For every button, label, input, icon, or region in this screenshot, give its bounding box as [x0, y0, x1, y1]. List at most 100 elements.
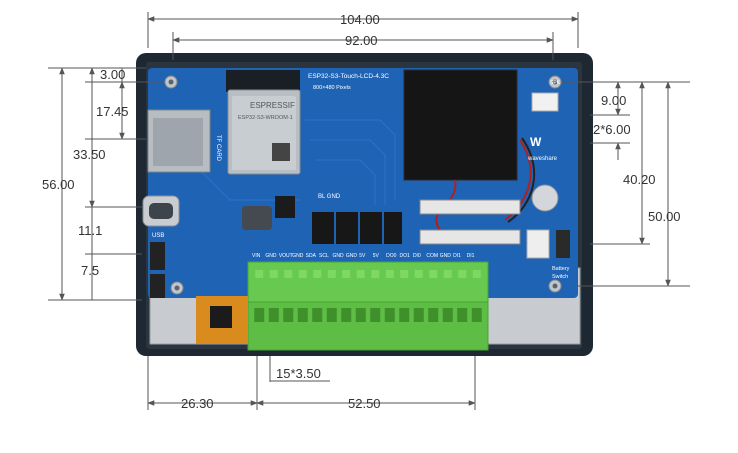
chip-1: [275, 196, 295, 218]
esp32-module: ESPRESSIF ESP32-S3-WROOM-1: [226, 70, 301, 175]
terminal-screw: [400, 270, 409, 278]
pin-label: GND: [332, 253, 344, 259]
svg-text:W: W: [530, 135, 542, 149]
terminal-slot: [312, 308, 323, 322]
usb-c-port: USB: [142, 195, 180, 239]
pin-label: DO1: [400, 253, 411, 259]
terminal-screw: [342, 270, 351, 278]
terminal-slot: [428, 308, 439, 322]
terminal-slot: [457, 308, 468, 322]
terminal-slot: [326, 308, 337, 322]
terminal-screw: [327, 270, 336, 278]
dim-left-17: 17.45: [96, 104, 129, 119]
terminal-slot: [254, 308, 265, 322]
dim-left-11: 11.1: [78, 223, 102, 238]
dim-bottom-pitch: 15*3.50: [276, 366, 321, 381]
battery-connector: [526, 229, 550, 259]
inductor: [242, 206, 272, 230]
connector-left-2: [150, 274, 165, 298]
relay-1: [312, 212, 334, 244]
dim-top-inner: 92.00: [345, 33, 378, 48]
terminal-screw: [385, 270, 394, 278]
pin-label: VOUT: [279, 253, 293, 259]
terminal-screw: [269, 270, 278, 278]
terminal-screw: [255, 270, 264, 278]
fpc-connector: [419, 199, 521, 215]
battery-switch: [556, 230, 570, 258]
pin-label: SCL: [319, 253, 329, 259]
terminal-screw: [472, 270, 481, 278]
terminal-slot: [297, 308, 308, 322]
terminal-screw: [429, 270, 438, 278]
dim-bottom-left: 26.30: [181, 396, 214, 411]
terminal-slot: [283, 308, 294, 322]
pin-label: DI0: [413, 253, 421, 259]
terminal-slot: [442, 308, 453, 322]
terminal-slot: [370, 308, 381, 322]
pin-label: GND: [346, 253, 358, 259]
pin-label: 5V: [359, 253, 366, 259]
dim-right-2x6: 2*6.00: [593, 122, 631, 137]
dim-right-9: 9.00: [601, 93, 626, 108]
bl-gnd-label: BL GND: [318, 194, 341, 200]
waveshare-logo: W waveshare: [527, 135, 558, 162]
dim-bottom-right: 52.50: [348, 396, 381, 411]
board-name: ESP32-S3-Touch-LCD-4.3C: [308, 73, 389, 80]
board-resolution: 800×480 Pixels: [313, 85, 351, 91]
connector-left-1: [150, 242, 165, 270]
terminal-screw: [313, 270, 322, 278]
terminal-slot: [471, 308, 482, 322]
dim-left-3: 3.00: [100, 67, 125, 82]
pin-label: COM: [426, 253, 438, 259]
dim-right-50: 50.00: [648, 209, 681, 224]
logo-text: waveshare: [527, 156, 558, 162]
relay-2: [336, 212, 358, 244]
battery-switch-label-2: Switch: [552, 274, 568, 280]
terminal-screw: [414, 270, 423, 278]
terminal-slot: [399, 308, 410, 322]
pin-label: DO0: [386, 253, 397, 259]
tf-card-label: TF CARD: [215, 135, 221, 162]
dim-right-40: 40.20: [623, 172, 656, 187]
mounting-hole-icon: [164, 75, 562, 295]
terminal-screw: [443, 270, 452, 278]
rtc-battery: [531, 184, 559, 212]
pin-label: GND: [292, 253, 304, 259]
terminal-slot: [341, 308, 352, 322]
dim-left-56: 56.00: [42, 177, 75, 192]
module-model: ESP32-S3-WROOM-1: [238, 115, 293, 121]
pin-label: DI1: [453, 253, 461, 259]
terminal-screw: [356, 270, 365, 278]
terminal-slot: [355, 308, 366, 322]
speaker-connector: [531, 92, 559, 112]
spk-label: SPK: [550, 80, 561, 86]
terminal-screw: [284, 270, 293, 278]
terminal-slot: [268, 308, 279, 322]
pin-label: VIN: [252, 253, 261, 259]
speaker: [403, 69, 518, 181]
dim-left-33: 33.50: [73, 147, 106, 162]
pin-label: 5V: [373, 253, 380, 259]
pin-label: GND: [265, 253, 277, 259]
fpc-connector-2: [419, 229, 521, 245]
relay-3: [360, 212, 382, 244]
pin-label: GND: [440, 253, 452, 259]
dim-top-outer: 104.00: [340, 12, 380, 27]
dim-left-7: 7.5: [81, 263, 99, 278]
terminal-slot: [384, 308, 395, 322]
tf-card-slot: TF CARD: [147, 109, 221, 173]
pin-label: DI1: [467, 253, 475, 259]
pin-label: SDA: [306, 253, 317, 259]
usb-label: USB: [152, 233, 164, 239]
terminal-slot: [413, 308, 424, 322]
battery-switch-label-1: Battery: [552, 266, 570, 272]
relay-4: [384, 212, 402, 244]
terminal-screw: [458, 270, 467, 278]
terminal-block: [247, 261, 489, 351]
terminal-screw: [371, 270, 380, 278]
touch-fpc: [196, 296, 248, 344]
module-brand: ESPRESSIF: [250, 101, 295, 110]
terminal-screw: [298, 270, 307, 278]
